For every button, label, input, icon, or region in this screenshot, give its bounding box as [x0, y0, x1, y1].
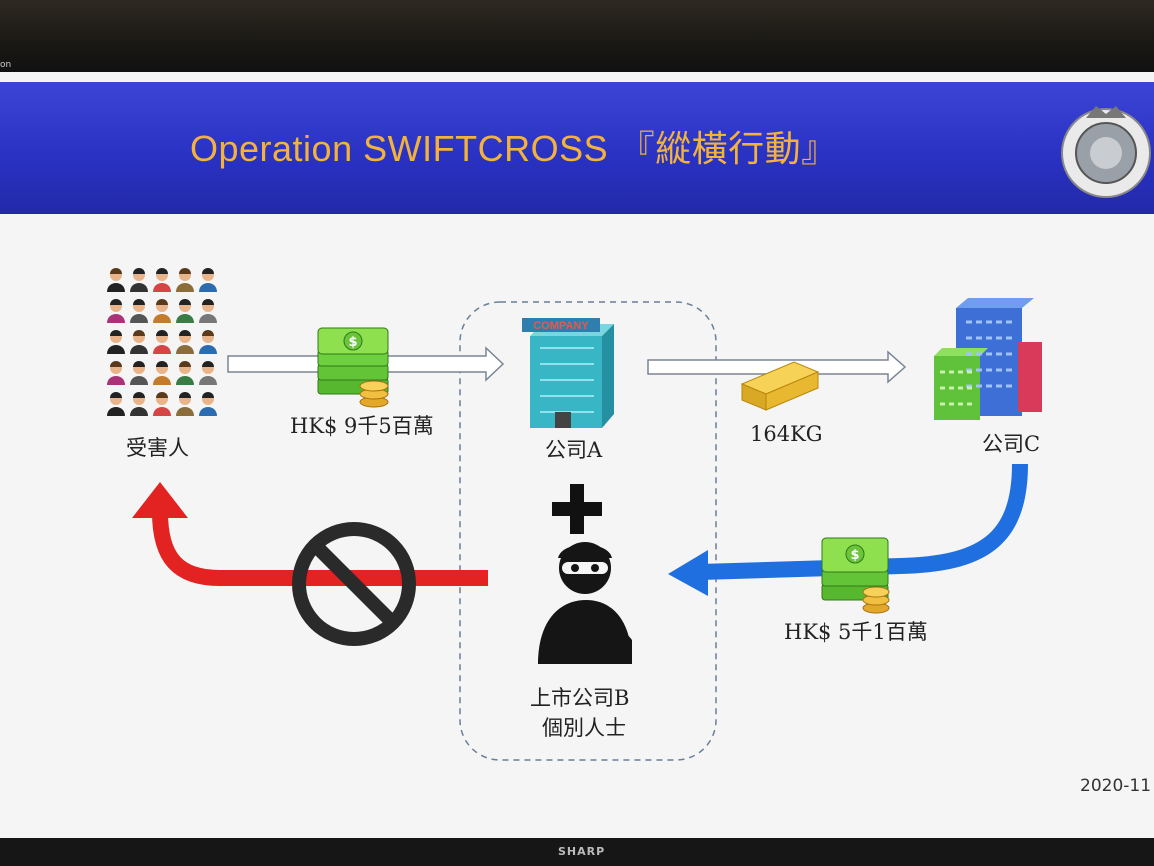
corner-text: on [0, 60, 12, 70]
person-icon [107, 268, 125, 292]
person-icon [130, 299, 148, 323]
company-c-buildings-icon [934, 298, 1042, 420]
svg-text:$: $ [850, 548, 859, 563]
prohibition-icon [292, 522, 416, 646]
svg-text:$: $ [348, 335, 357, 350]
monitor-brand: SHARP [558, 845, 606, 858]
person-icon [107, 330, 125, 354]
person-icon [199, 330, 217, 354]
svg-text:COMPANY: COMPANY [533, 320, 589, 332]
person-icon [176, 330, 194, 354]
person-icon [176, 268, 194, 292]
person-icon [130, 361, 148, 385]
money-in-label: HK$ 9千5百萬 [290, 414, 434, 438]
person-icon [199, 299, 217, 323]
person-icon [199, 268, 217, 292]
group-box [459, 301, 717, 761]
company-c-label: 公司C [982, 432, 1041, 456]
company-b-label: 上市公司B [530, 686, 630, 710]
slide-date: 2020-11 [1080, 776, 1152, 796]
person-icon [107, 299, 125, 323]
red-blocked-arrow [132, 482, 488, 586]
police-crest-icon [1061, 106, 1151, 198]
arrow-to-company-c [647, 350, 907, 384]
gold-bar-icon [740, 361, 820, 411]
person-icon [199, 392, 217, 416]
person-icon [130, 392, 148, 416]
gold-label: 164KG [750, 422, 823, 446]
person-icon [153, 299, 171, 323]
person-icon [107, 361, 125, 385]
person-icon [153, 392, 171, 416]
person-icon [176, 392, 194, 416]
plus-icon [552, 484, 602, 534]
monitor-bezel-bottom [0, 838, 1154, 866]
flow-diagram: $ COMPANY [107, 106, 1151, 761]
person-icon [199, 361, 217, 385]
victims-label: 受害人 [126, 436, 189, 460]
person-icon [176, 361, 194, 385]
masked-person-icon [538, 542, 632, 664]
person-icon [176, 299, 194, 323]
company-a-label: 公司A [545, 438, 603, 462]
money-stack-icon: $ [317, 327, 389, 408]
money-stack-icon: $ [821, 537, 890, 614]
monitor-bezel-top [0, 0, 1154, 72]
slide-title: Operation SWIFTCROSS 『縱橫行動』 [190, 128, 838, 169]
person-icon [153, 268, 171, 292]
person-icon [153, 361, 171, 385]
person-icon [153, 330, 171, 354]
victims-crowd-icon [107, 268, 217, 416]
blue-return-arrow [668, 463, 1028, 596]
slide: Operation SWIFTCROSS 『縱橫行動』 $ [0, 72, 1154, 838]
title-banner [0, 82, 1154, 214]
money-out-label: HK$ 5千1百萬 [784, 620, 928, 644]
person-icon [130, 330, 148, 354]
person-icon [107, 392, 125, 416]
person-icon [130, 268, 148, 292]
company-building-icon: COMPANY [522, 318, 614, 428]
individuals-label: 個別人士 [542, 716, 626, 740]
